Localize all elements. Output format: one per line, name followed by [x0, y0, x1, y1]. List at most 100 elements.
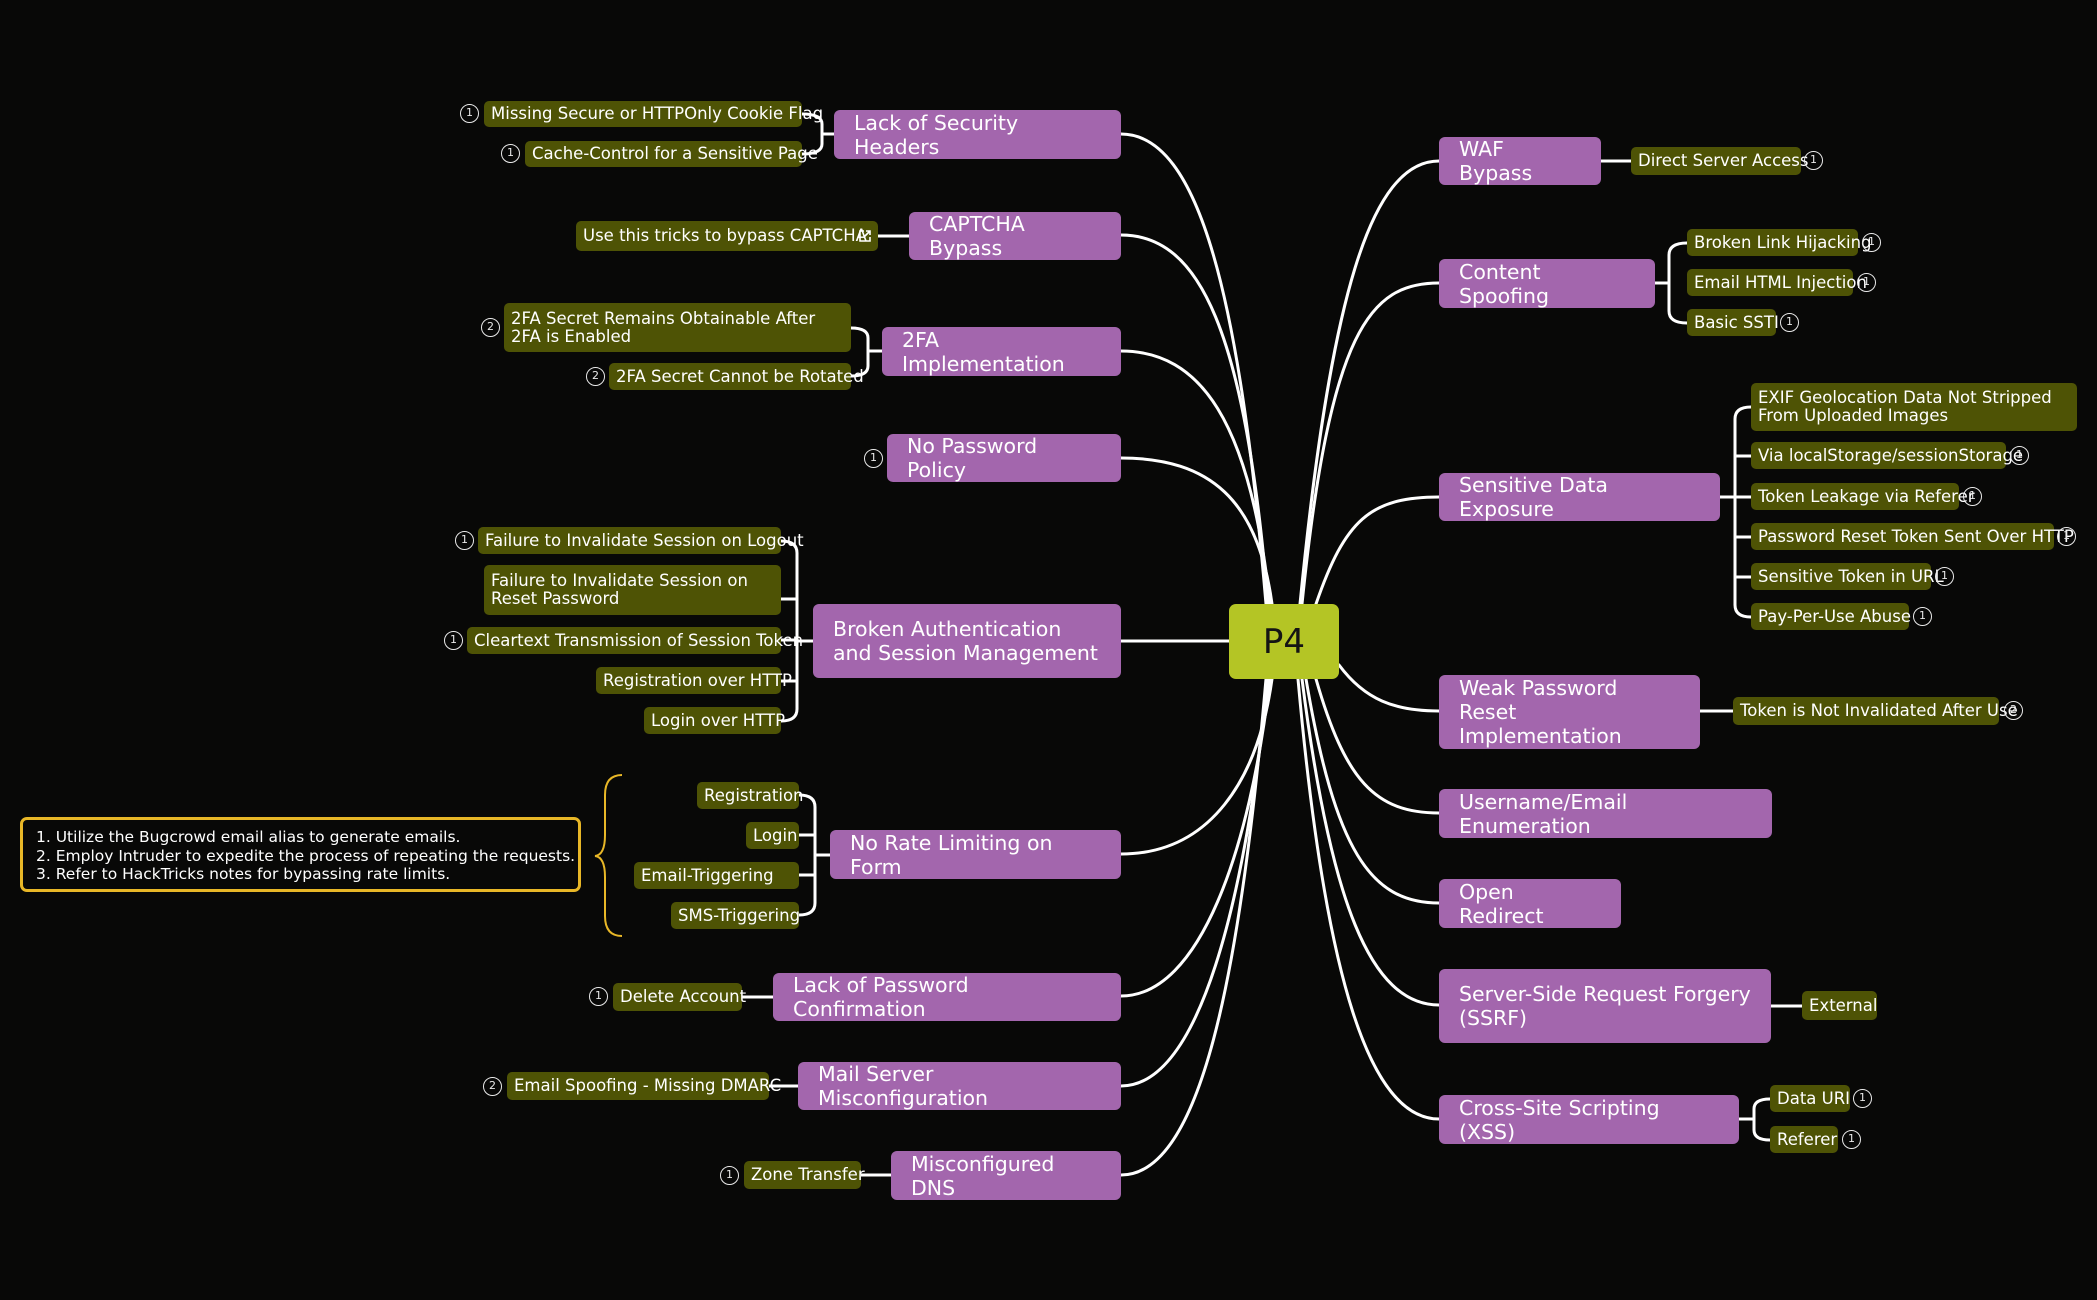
- leaf-login-over-http[interactable]: Login over HTTP: [644, 707, 785, 734]
- leaf-basic-ssti[interactable]: Basic SSTI: [1687, 309, 1779, 336]
- leaf-exif-geolocation[interactable]: EXIF Geolocation Data Not Stripped From …: [1751, 383, 2077, 431]
- category-label: Mail Server Misconfiguration: [818, 1062, 989, 1110]
- leaf-email-spoofing-dmarc[interactable]: Email Spoofing - Missing DMARC: [507, 1072, 781, 1100]
- category-lack-of-security-headers[interactable]: Lack of Security Headers: [834, 110, 1121, 159]
- leaf-rate-registration[interactable]: Registration: [697, 782, 804, 809]
- count-badge: 2: [586, 367, 605, 386]
- leaf-broken-link-hijacking[interactable]: Broken Link Hijacking: [1687, 229, 1872, 256]
- root-label: P4: [1262, 621, 1306, 662]
- category-label: Misconfigured DNS: [911, 1151, 1055, 1200]
- leaf-referer[interactable]: Referer: [1770, 1126, 1838, 1153]
- count-badge: 1: [1857, 273, 1876, 292]
- leaf-label: Data URI: [1777, 1088, 1851, 1108]
- category-open-redirect[interactable]: Open Redirect: [1439, 879, 1621, 928]
- category-label: CAPTCHA Bypass: [929, 212, 1025, 260]
- rate-limit-note: 1. Utilize the Bugcrowd email alias to g…: [20, 817, 581, 892]
- count-badge: 1: [460, 104, 479, 123]
- leaf-label: Broken Link Hijacking: [1694, 232, 1872, 252]
- leaf-rate-login[interactable]: Login: [746, 822, 799, 849]
- category-label: WAF Bypass: [1459, 137, 1533, 185]
- leaf-session-reset-password[interactable]: Failure to Invalidate Session on Reset P…: [484, 565, 781, 615]
- leaf-label: Login: [753, 825, 798, 845]
- leaf-cache-control[interactable]: Cache-Control for a Sensitive Page: [525, 141, 818, 167]
- count-badge: 1: [864, 449, 883, 468]
- category-waf-bypass[interactable]: WAF Bypass: [1439, 137, 1601, 185]
- leaf-label: EXIF Geolocation Data Not Stripped From …: [1758, 388, 2052, 425]
- external-link-icon[interactable]: [858, 229, 872, 243]
- root-node[interactable]: P4: [1229, 604, 1339, 679]
- category-broken-authentication[interactable]: Broken Authentication and Session Manage…: [813, 604, 1121, 678]
- category-lack-of-password-confirmation[interactable]: Lack of Password Confirmation: [773, 973, 1121, 1021]
- leaf-label: External: [1809, 995, 1878, 1015]
- category-label: Broken Authentication and Session Manage…: [833, 617, 1098, 665]
- leaf-localstorage-sessionstorage[interactable]: Via localStorage/sessionStorage: [1751, 442, 2023, 469]
- category-mail-server-misconfiguration[interactable]: Mail Server Misconfiguration: [798, 1062, 1121, 1110]
- category-label: Content Spoofing: [1459, 259, 1550, 308]
- leaf-sensitive-token-url[interactable]: Sensitive Token in URL: [1751, 563, 1944, 590]
- count-badge: 1: [2057, 527, 2076, 546]
- leaf-label: 2FA Secret Remains Obtainable After 2FA …: [511, 308, 816, 346]
- leaf-pay-per-use-abuse[interactable]: Pay-Per-Use Abuse: [1751, 603, 1911, 630]
- leaf-label: Basic SSTI: [1694, 312, 1779, 332]
- leaf-label: Cleartext Transmission of Session Token: [474, 630, 804, 650]
- category-xss[interactable]: Cross-Site Scripting (XSS): [1439, 1095, 1739, 1144]
- category-label: Weak Password Reset Implementation: [1459, 676, 1622, 748]
- leaf-email-html-injection[interactable]: Email HTML Injection: [1687, 269, 1867, 296]
- category-captcha-bypass[interactable]: CAPTCHA Bypass: [909, 212, 1121, 260]
- category-label: Open Redirect: [1459, 879, 1544, 928]
- category-content-spoofing[interactable]: Content Spoofing: [1439, 259, 1655, 308]
- category-no-rate-limiting[interactable]: No Rate Limiting on Form: [830, 830, 1121, 879]
- leaf-registration-over-http[interactable]: Registration over HTTP: [596, 667, 792, 694]
- leaf-session-logout[interactable]: Failure to Invalidate Session on Logout: [478, 527, 804, 554]
- note-line: 3. Refer to HackTricks notes for bypassi…: [36, 865, 451, 883]
- leaf-cleartext-session-token[interactable]: Cleartext Transmission of Session Token: [467, 627, 803, 654]
- category-label: 2FA Implementation: [902, 327, 1065, 376]
- note-line: 2. Employ Intruder to expedite the proce…: [36, 846, 576, 865]
- category-weak-password-reset[interactable]: Weak Password Reset Implementation: [1439, 675, 1700, 749]
- category-ssrf[interactable]: Server-Side Request Forgery (SSRF): [1439, 969, 1771, 1043]
- leaf-2fa-secret-rotation[interactable]: 2FA Secret Cannot be Rotated: [609, 363, 864, 390]
- leaf-label: 2FA Secret Cannot be Rotated: [616, 366, 864, 386]
- leaf-token-not-invalidated[interactable]: Token is Not Invalidated After Use: [1733, 697, 2018, 725]
- leaf-label: Login over HTTP: [651, 710, 786, 730]
- count-badge: 2: [2004, 701, 2023, 720]
- count-badge: 1: [1780, 313, 1799, 332]
- note-line: 1. Utilize the Bugcrowd email alias to g…: [36, 828, 461, 846]
- category-label: Sensitive Data Exposure: [1459, 473, 1608, 521]
- leaf-label: Token is Not Invalidated After Use: [1740, 701, 2018, 720]
- leaf-missing-secure-cookie-flag[interactable]: Missing Secure or HTTPOnly Cookie Flag: [484, 101, 823, 127]
- leaf-label: Cache-Control for a Sensitive Page: [532, 144, 818, 163]
- category-username-email-enumeration[interactable]: Username/Email Enumeration: [1439, 789, 1772, 838]
- leaf-rate-sms-triggering[interactable]: SMS-Triggering: [671, 902, 800, 929]
- leaf-token-leakage-referer[interactable]: Token Leakage via Referer: [1751, 483, 1975, 510]
- category-2fa-implementation[interactable]: 2FA Implementation: [882, 327, 1121, 376]
- leaf-2fa-secret-obtainable[interactable]: 2FA Secret Remains Obtainable After 2FA …: [504, 303, 851, 352]
- leaf-zone-transfer[interactable]: Zone Transfer: [744, 1161, 865, 1189]
- leaf-delete-account[interactable]: Delete Account: [613, 983, 746, 1011]
- category-no-password-policy[interactable]: No Password Policy: [887, 434, 1121, 482]
- category-sensitive-data-exposure[interactable]: Sensitive Data Exposure: [1439, 473, 1720, 521]
- leaf-rate-email-triggering[interactable]: Email-Triggering: [634, 862, 799, 889]
- leaf-reset-token-over-http[interactable]: Password Reset Token Sent Over HTTP: [1751, 523, 2074, 550]
- leaf-label: Pay-Per-Use Abuse: [1758, 606, 1911, 626]
- count-badge: 1: [455, 531, 474, 550]
- leaf-label: Registration: [704, 785, 804, 805]
- count-badge: 1: [1862, 233, 1881, 252]
- leaf-direct-server-access[interactable]: Direct Server Access: [1631, 147, 1809, 175]
- leaf-data-uri[interactable]: Data URI: [1770, 1085, 1850, 1112]
- leaf-label: Email Spoofing - Missing DMARC: [514, 1076, 782, 1095]
- leaf-captcha-tricks-link[interactable]: Use this tricks to bypass CAPTCHA: [576, 221, 878, 251]
- leaf-label: Failure to Invalidate Session on Logout: [485, 530, 804, 550]
- category-label: No Password Policy: [907, 434, 1038, 482]
- count-badge: 1: [444, 631, 463, 650]
- category-misconfigured-dns[interactable]: Misconfigured DNS: [891, 1151, 1121, 1200]
- count-badge: 1: [1853, 1089, 1872, 1108]
- category-label: Cross-Site Scripting (XSS): [1459, 1095, 1660, 1144]
- category-label: Server-Side Request Forgery (SSRF): [1459, 982, 1751, 1030]
- leaf-external[interactable]: External: [1802, 991, 1877, 1020]
- leaf-label: Password Reset Token Sent Over HTTP: [1758, 526, 2074, 546]
- count-badge: 1: [589, 987, 608, 1006]
- leaf-label: Delete Account: [620, 987, 747, 1006]
- leaf-label: Token Leakage via Referer: [1758, 486, 1975, 506]
